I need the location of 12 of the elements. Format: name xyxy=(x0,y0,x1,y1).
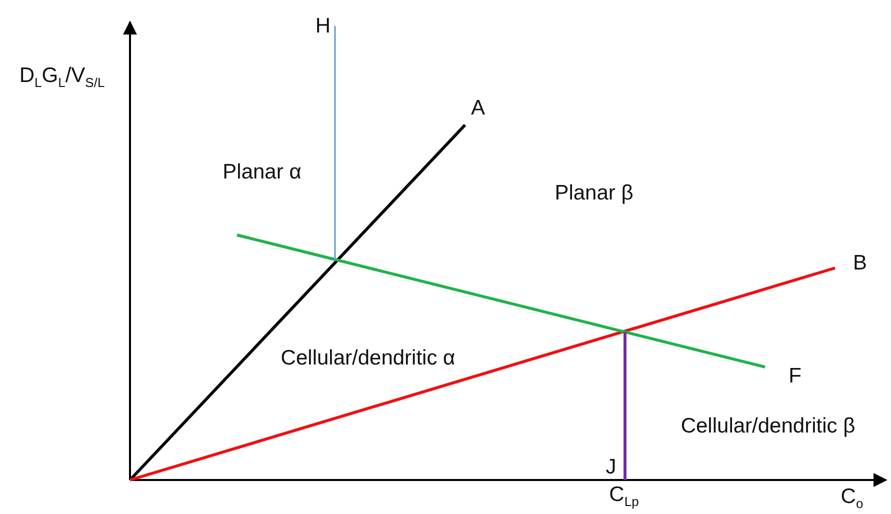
region-label: Planar α xyxy=(222,162,302,182)
line-label: J xyxy=(606,456,616,478)
line-label: F xyxy=(788,366,802,386)
line-label: H xyxy=(315,16,331,36)
region-label: Cellular/dendritic β xyxy=(680,416,856,436)
axis-label: C$_{o}$ xyxy=(840,486,864,510)
axis-label: D$_{L}$G$_{L}$/V$_{S/L}$ xyxy=(19,64,105,90)
line-label: B xyxy=(853,252,867,274)
region-label: Planar β xyxy=(554,182,634,204)
region-label: Cellular/dendritic α xyxy=(280,348,456,368)
line-label: A xyxy=(471,98,485,118)
tick-label: C$_{Lp}$ xyxy=(609,484,639,508)
